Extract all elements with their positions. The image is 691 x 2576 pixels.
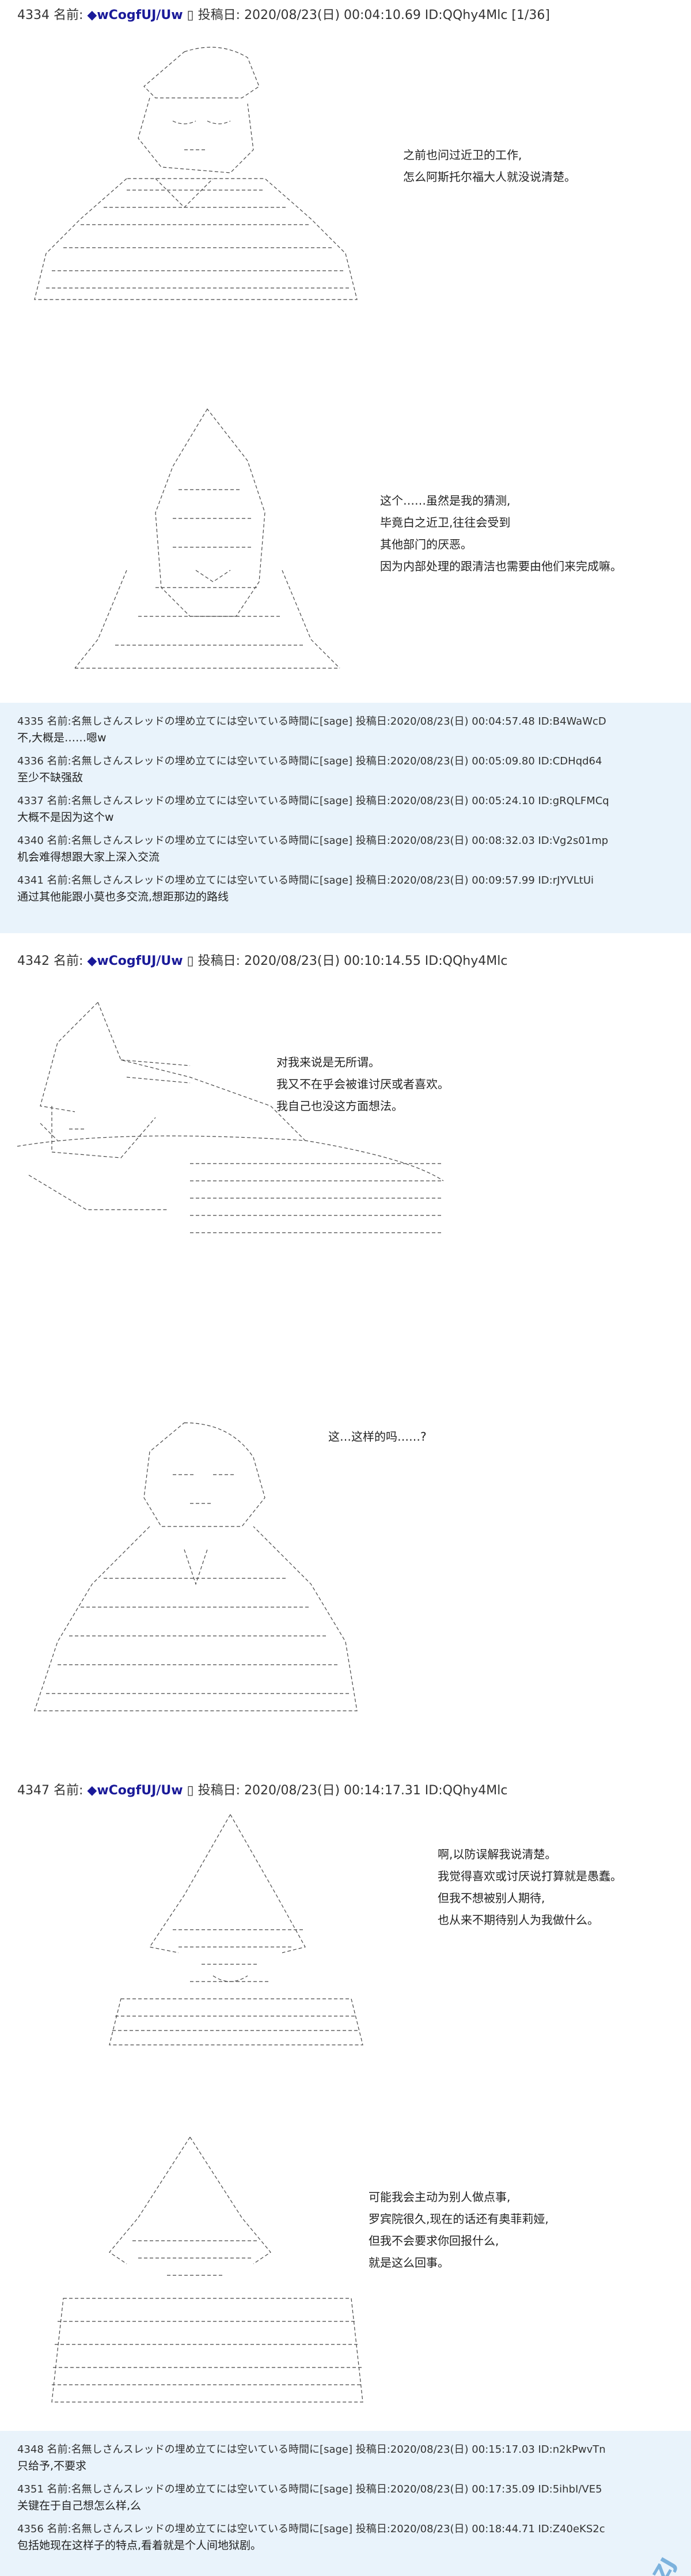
reply-item: 4335 名前:名無しさんスレッドの埋め立てには空いている時間に[sage] 投… [17, 713, 674, 745]
post-icon: ▯ [187, 1783, 194, 1798]
dialog-line: 但我不会要求你回报什么, [369, 2234, 499, 2248]
dialog-line: 怎么阿斯托尔福大人就没说清楚。 [403, 170, 576, 184]
post-header: 4347 名前: ◆wCogfUJ/Uw ▯ 投稿日: 2020/08/23(日… [17, 1780, 507, 1798]
post-number: 4342 [17, 954, 50, 968]
dialog-line: 我自己也没这方面想法。 [276, 1099, 403, 1113]
reply-header: 4341 名前:名無しさんスレッドの埋め立てには空いている時間に[sage] 投… [17, 874, 594, 887]
reply-item: 4341 名前:名無しさんスレッドの埋め立てには空いている時間に[sage] 投… [17, 872, 674, 904]
ascii-art-cloaked-figure [12, 1411, 369, 1745]
reply-item: 4348 名前:名無しさんスレッドの埋め立てには空いている時間に[sage] 投… [17, 2441, 674, 2473]
dialog-line: 我又不在乎会被谁讨厌或者喜欢。 [276, 1077, 449, 1091]
reply-body: 至少不缺强敌 [17, 771, 83, 784]
reply-body: 只给予,不要求 [17, 2460, 87, 2472]
reply-body: 包括她现在这样子的特点,看着就是个人间地狱剧。 [17, 2539, 262, 2552]
reply-header: 4336 名前:名無しさんスレッドの埋め立てには空いている時間に[sage] 投… [17, 755, 602, 767]
reply-block: 4348 名前:名無しさんスレッドの埋め立てには空いている時間に[sage] 投… [0, 2431, 691, 2576]
post-date: 2020/08/23(日) 00:10:14.55 ID:QQhy4Mlc [244, 954, 508, 968]
dialog-line: 就是这么回事。 [369, 2256, 449, 2270]
reply-header: 4337 名前:名無しさんスレッドの埋め立てには空いている時間に[sage] 投… [17, 795, 609, 807]
poster-trip[interactable]: ◆wCogfUJ/Uw [87, 954, 183, 968]
dialog-line: 可能我会主动为别人做点事, [369, 2190, 511, 2204]
ascii-art-hooded-figure [12, 35, 380, 334]
name-label: 名前: [54, 954, 83, 968]
dialog-line: 啊,以防误解我说清楚。 [438, 1847, 557, 1861]
dialog-line: 毕竟白之近卫,往往会受到 [380, 516, 511, 529]
reply-header: 4351 名前:名無しさんスレッドの埋め立てには空いている時間に[sage] 投… [17, 2483, 602, 2495]
post-icon: ▯ [187, 954, 194, 968]
name-label: 名前: [54, 1783, 83, 1798]
date-prefix: 投稿日: [198, 954, 241, 968]
post-number: 4334 [17, 8, 50, 22]
reply-body: 大概不是因为这个w [17, 811, 114, 824]
reply-body: 机会难得想跟大家上深入交流 [17, 851, 160, 863]
reply-header: 4348 名前:名無しさんスレッドの埋め立てには空いている時間に[sage] 投… [17, 2444, 606, 2456]
reply-header: 4356 名前:名無しさんスレッドの埋め立てには空いている時間に[sage] 投… [17, 2523, 605, 2535]
reply-body: 通过其他能跟小莫也多交流,想距那边的路线 [17, 891, 229, 903]
reply-header: 4335 名前:名無しさんスレッドの埋め立てには空いている時間に[sage] 投… [17, 715, 606, 728]
ascii-art-hat-figure [6, 991, 455, 1279]
dialog-line: 这…这样的吗……? [328, 1430, 427, 1444]
date-prefix: 投稿日: [198, 8, 241, 22]
dialog-line: 但我不想被别人期待, [438, 1891, 545, 1905]
post-date: 2020/08/23(日) 00:04:10.69 ID:QQhy4Mlc [1… [244, 8, 550, 22]
reply-item: 4356 名前:名無しさんスレッドの埋め立てには空いている時間に[sage] 投… [17, 2521, 674, 2552]
name-label: 名前: [54, 8, 83, 22]
dialog-line: 也从来不期待别人为我做什么。 [438, 1913, 599, 1927]
reply-block: 4335 名前:名無しさんスレッドの埋め立てには空いている時間に[sage] 投… [0, 703, 691, 933]
ascii-art-pointed-hat-figure-2 [29, 2126, 386, 2425]
poster-trip[interactable]: ◆wCogfUJ/Uw [87, 1783, 183, 1798]
reply-item: 4340 名前:名無しさんスレッドの埋め立てには空いている時間に[sage] 投… [17, 832, 674, 864]
dialog-line: 因为内部处理的跟清洁也需要由他们来完成嘛。 [380, 559, 622, 573]
reply-body: 不,大概是……嗯w [17, 732, 107, 744]
date-prefix: 投稿日: [198, 1783, 241, 1798]
ascii-art-hooded-figure-2 [40, 397, 374, 685]
reply-item: 4351 名前:名無しさんスレッドの埋め立てには空いている時間に[sage] 投… [17, 2481, 674, 2513]
reply-body: 关键在于自己想怎么样,么 [17, 2499, 142, 2512]
reply-item: 4337 名前:名無しさんスレッドの埋め立てには空いている時間に[sage] 投… [17, 793, 674, 824]
reply-header: 4340 名前:名無しさんスレッドの埋め立てには空いている時間に[sage] 投… [17, 835, 609, 847]
post-header: 4342 名前: ◆wCogfUJ/Uw ▯ 投稿日: 2020/08/23(日… [17, 950, 507, 969]
dialog-line: 之前也问过近卫的工作, [403, 148, 522, 162]
poster-trip[interactable]: ◆wCogfUJ/Uw [87, 8, 183, 22]
post-icon: ▯ [187, 8, 194, 22]
reply-item: 4336 名前:名無しさんスレッドの埋め立てには空いている時間に[sage] 投… [17, 753, 674, 785]
post-number: 4347 [17, 1783, 50, 1798]
post-header: 4334 名前: ◆wCogfUJ/Uw ▯ 投稿日: 2020/08/23(日… [17, 5, 550, 23]
dialog-line: 罗宾院很久,现在的话还有奥菲莉娅, [369, 2212, 549, 2226]
dialog-line: 其他部门的厌恶。 [380, 537, 472, 551]
dialog-line: 我觉得喜欢或讨厌说打算就是愚蠢。 [438, 1869, 622, 1883]
ascii-art-pointed-hat-figure [86, 1803, 386, 2103]
dialog-line: 对我来说是无所谓。 [276, 1055, 380, 1069]
dialog-line: 这个……虽然是我的猜测, [380, 494, 511, 507]
post-date: 2020/08/23(日) 00:14:17.31 ID:QQhy4Mlc [244, 1783, 508, 1798]
